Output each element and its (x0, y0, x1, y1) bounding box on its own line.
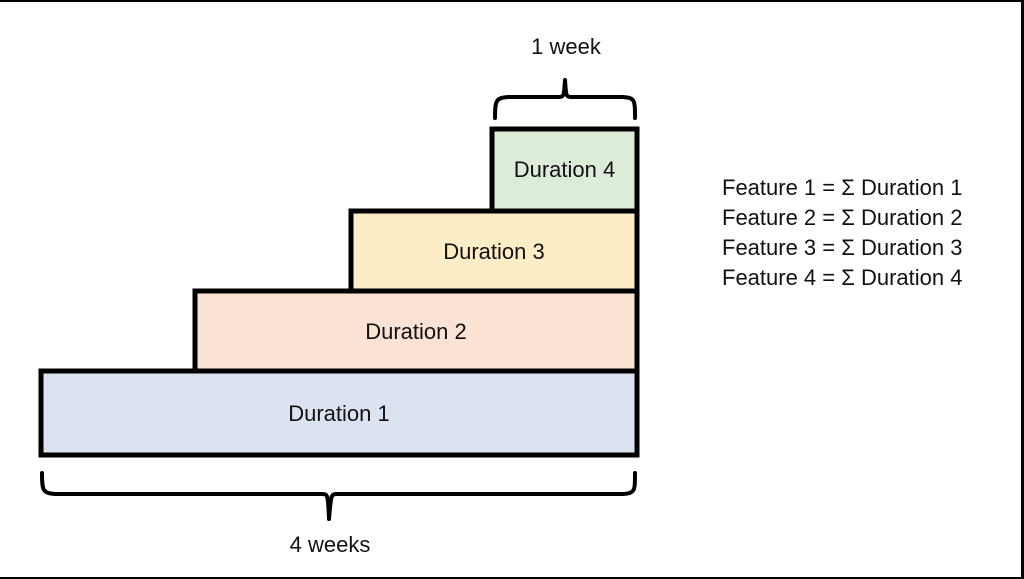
top-brace-path (493, 78, 637, 120)
feature-duration-legend: Feature 1 = Σ Duration 1 Feature 2 = Σ D… (722, 173, 1012, 293)
bar-rect-duration-2[interactable] (192, 288, 640, 374)
legend-line-feature-4: Feature 4 = Σ Duration 4 (722, 265, 963, 290)
bottom-brace-path (40, 471, 637, 521)
legend-line-feature-3: Feature 3 = Σ Duration 3 (722, 235, 963, 260)
bar-label-duration-3: Duration 3 (443, 239, 545, 264)
bar-rect-duration-4[interactable] (489, 126, 640, 214)
bar-label-duration-4: Duration 4 (513, 157, 616, 182)
legend-line-feature-1: Feature 1 = Σ Duration 1 (722, 175, 963, 200)
top-brace-label-1-week: 1 week (531, 34, 601, 59)
edge-strip-right (1021, 0, 1024, 579)
bottom-brace-label-4-weeks: 4 weeks (289, 532, 371, 557)
bar-rect-duration-1[interactable] (38, 368, 640, 458)
bar-label-duration-2: Duration 2 (365, 319, 467, 344)
legend-line-feature-2: Feature 2 = Σ Duration 2 (722, 205, 963, 230)
edge-strip-bottom (0, 577, 1024, 579)
bar-label-duration-1: Duration 1 (288, 401, 390, 426)
edge-strip-top (0, 0, 1024, 2)
